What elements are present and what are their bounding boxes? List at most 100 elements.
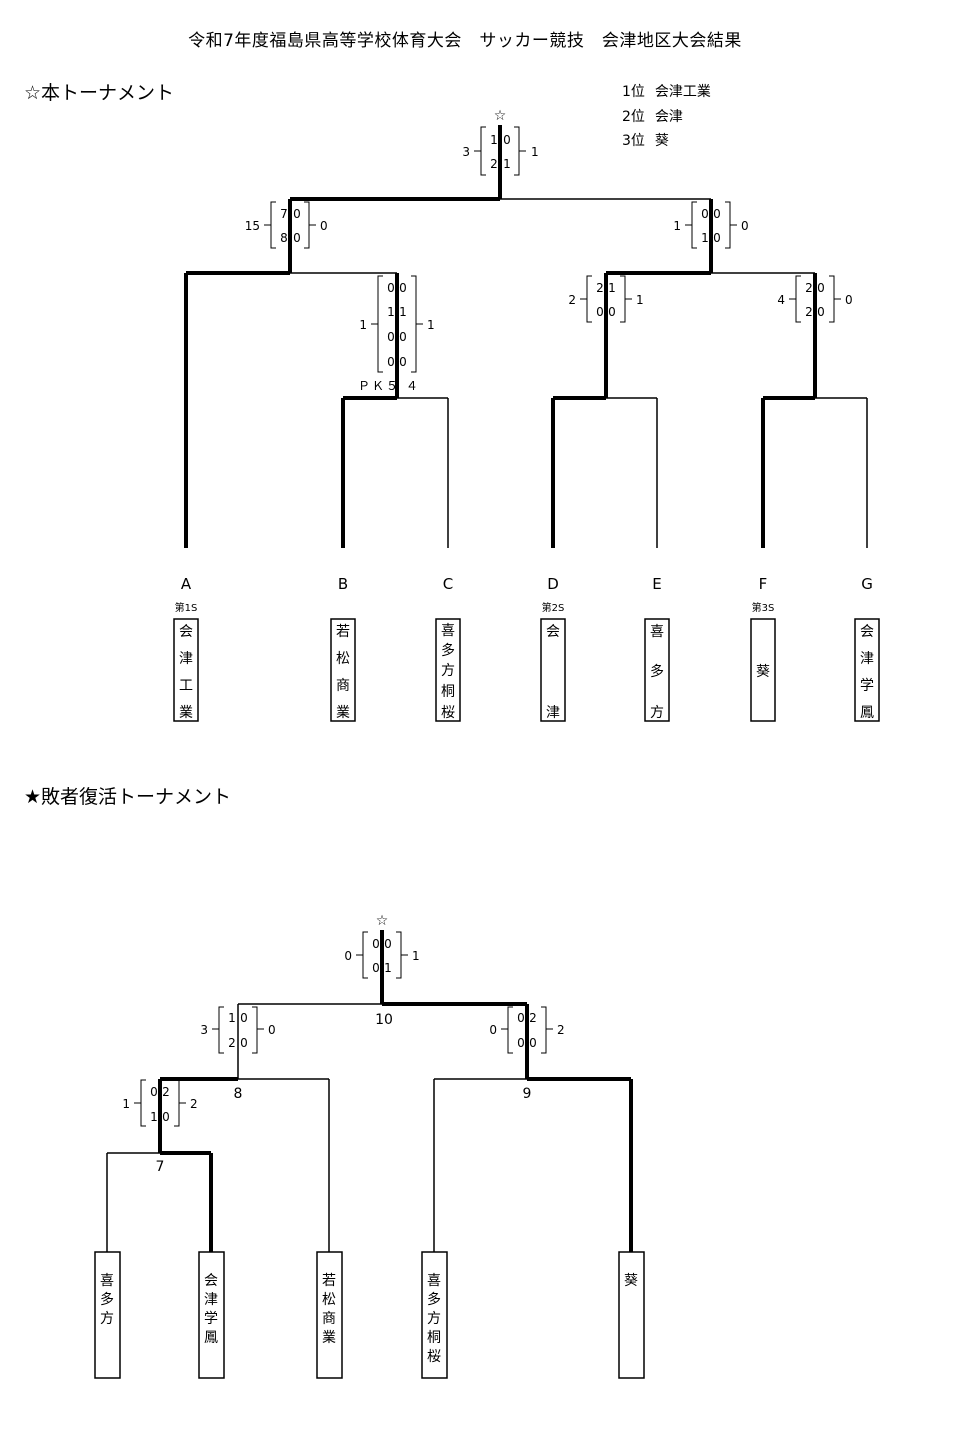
slot-letter-g: G <box>861 575 873 593</box>
m7-score-bracket <box>134 1079 186 1127</box>
fg-left-total: 4 <box>777 293 785 307</box>
standing-row-1: 1位会津工業 <box>622 84 711 100</box>
de-left-total: 2 <box>568 293 576 307</box>
svg-text:学: 学 <box>204 1311 218 1327</box>
semi2-score-bracket <box>685 201 737 249</box>
fg-h2-right: 0 <box>817 305 825 319</box>
bc-p4-left: 0 <box>387 355 395 369</box>
svg-text:桐: 桐 <box>427 1330 441 1346</box>
m7-h2-right: 0 <box>162 1110 170 1124</box>
slot-letter-f: F <box>759 575 768 593</box>
bc-p1-right: 0 <box>399 281 407 295</box>
semi1-score-bracket <box>264 201 316 249</box>
svg-text:葵: 葵 <box>756 664 770 680</box>
svg-text:桜: 桜 <box>427 1349 441 1365</box>
svg-text:鳳: 鳳 <box>860 705 874 721</box>
losers-team-name-3: 若 松 商 業 <box>322 1273 336 1346</box>
semi2-right-total: 0 <box>741 219 749 233</box>
bc-pk-result: ＰＫ５ ４ <box>358 379 420 393</box>
page-title: 令和7年度福島県高等学校体育大会 サッカー競技 会津地区大会結果 <box>188 31 742 51</box>
svg-text:松: 松 <box>322 1292 336 1308</box>
svg-text:会: 会 <box>860 624 874 640</box>
bc-right-total: 1 <box>427 318 435 332</box>
svg-text:津: 津 <box>204 1292 218 1308</box>
main-bracket-lines <box>184 125 868 548</box>
fg-h1-right: 0 <box>817 281 825 295</box>
de-score-bracket <box>580 275 632 323</box>
losers-winner-mark: ☆ <box>376 913 389 929</box>
final-h2-right: 1 <box>503 157 511 171</box>
semi2-h1-right: 0 <box>713 207 721 221</box>
m9-left-total: 0 <box>489 1023 497 1037</box>
de-right-total: 1 <box>636 293 644 307</box>
final-h2-left: 2 <box>490 157 498 171</box>
svg-text:学: 学 <box>860 678 874 694</box>
team-box-b <box>330 618 356 722</box>
standing-row-2: 2位会津 <box>622 108 683 125</box>
losers-team-box-2 <box>198 1251 225 1379</box>
semi2-left-total: 1 <box>673 219 681 233</box>
svg-text:鳳: 鳳 <box>204 1330 218 1346</box>
team-box-d <box>540 618 566 722</box>
semi2-h2-left: 1 <box>701 231 709 245</box>
slot-letter-e: E <box>652 575 661 593</box>
m8-h2-left: 2 <box>228 1036 236 1050</box>
svg-text:喜: 喜 <box>427 1273 441 1289</box>
bc-p1-left: 0 <box>387 281 395 295</box>
final-right-total: 1 <box>531 145 539 159</box>
svg-text:若: 若 <box>336 624 350 640</box>
m10-h2-left: 0 <box>372 961 380 975</box>
slot-letter-b: B <box>338 575 348 593</box>
slot-letter-a: A <box>181 575 192 593</box>
losers-team-box-5 <box>618 1251 645 1379</box>
losers-team-name-1: 喜 多 方 <box>100 1273 114 1327</box>
svg-text:葵: 葵 <box>624 1273 638 1289</box>
team-name-a: 会 津 工 業 <box>179 624 193 721</box>
m9-h2-right: 0 <box>529 1036 537 1050</box>
svg-text:会: 会 <box>204 1273 218 1289</box>
bc-p2-right: 1 <box>399 305 407 319</box>
team-name-b: 若 松 商 業 <box>336 624 350 721</box>
m9-right-total: 2 <box>557 1023 565 1037</box>
svg-text:津: 津 <box>179 651 193 667</box>
de-h1-left: 2 <box>596 281 604 295</box>
svg-text:商: 商 <box>336 678 350 694</box>
svg-text:方: 方 <box>441 663 455 679</box>
losers-tournament-heading: ★敗者復活トーナメント <box>24 786 232 808</box>
fg-h2-left: 2 <box>805 305 813 319</box>
slot-letter-c: C <box>443 575 453 593</box>
m9-score-bracket <box>501 1006 553 1054</box>
de-h2-right: 0 <box>608 305 616 319</box>
semi2-h2-right: 0 <box>713 231 721 245</box>
svg-text:工: 工 <box>179 678 193 694</box>
svg-text:多: 多 <box>100 1291 114 1308</box>
seed-label-f: 第3S <box>752 601 775 614</box>
bc-p3-left: 0 <box>387 330 395 344</box>
m10-left-total: 0 <box>344 949 352 963</box>
m9-h1-right: 2 <box>529 1011 537 1025</box>
semi1-right-total: 0 <box>320 219 328 233</box>
de-h1-right: 1 <box>608 281 616 295</box>
final-standings: 1位会津工業 2位会津 3位葵 <box>622 80 721 154</box>
team-box-g <box>854 618 880 722</box>
svg-text:喜: 喜 <box>100 1273 114 1289</box>
svg-text:多: 多 <box>441 642 455 659</box>
losers-team-name-4: 喜 多 方 桐 桜 <box>427 1273 441 1365</box>
m8-score-bracket <box>212 1006 264 1054</box>
team-name-f: 葵 <box>756 664 770 680</box>
svg-text:多: 多 <box>650 663 664 680</box>
team-name-c: 喜 多 方 桐 桜 <box>441 623 455 721</box>
fg-right-total: 0 <box>845 293 853 307</box>
de-h2-left: 0 <box>596 305 604 319</box>
svg-text:業: 業 <box>179 705 193 721</box>
m7-h2-left: 1 <box>150 1110 158 1124</box>
bc-score-bracket <box>371 275 423 373</box>
losers-team-name-5: 葵 <box>624 1273 638 1289</box>
m7-left-total: 1 <box>122 1097 130 1111</box>
m8-right-total: 0 <box>268 1023 276 1037</box>
semi1-h2-right: 0 <box>293 231 301 245</box>
fg-h1-left: 2 <box>805 281 813 295</box>
seed-label-d: 第2S <box>542 601 565 614</box>
semi1-left-total: 15 <box>245 219 260 233</box>
standing-row-3: 3位葵 <box>622 133 669 149</box>
